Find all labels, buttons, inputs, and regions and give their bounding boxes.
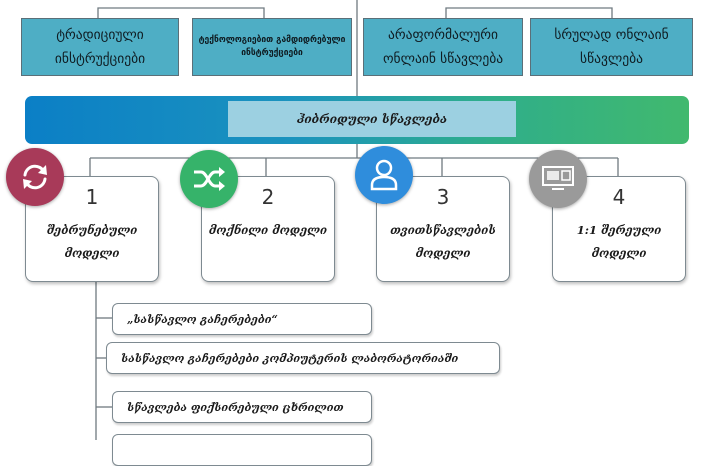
rotate-icon — [6, 148, 64, 206]
hybrid-banner-title: ჰიბრიდული სწავლება — [228, 101, 516, 137]
model-label: 1:1 შერეული მოდელი — [576, 223, 662, 260]
category-traditional: ტრადიციული ინსტრუქციები — [21, 18, 179, 76]
category-label: ტრადიციული ინსტრუქციები — [54, 27, 146, 67]
shuffle-icon — [180, 150, 238, 208]
model-label: შებრუნებული მოდელი — [46, 223, 138, 260]
list-item: სწავლება ფიქსირებული ცხრილით — [112, 391, 372, 423]
model-label: თვითსწავლების მოდელი — [390, 223, 496, 260]
category-fully-online: სრულად ონლაინ სწავლება — [530, 18, 693, 76]
list-item-label: სასწავლო გაჩერებები კომპიუტერის ლაბორატო… — [121, 351, 459, 365]
computer-lab-icon — [529, 150, 587, 208]
model-number: 3 — [436, 185, 450, 209]
connector-lines — [89, 0, 619, 440]
category-informal-online: არაფორმალური ონლაინ სწავლება — [363, 18, 523, 76]
category-label: ტექნოლოგიებით გამდიდრებული ინსტრუქციები — [198, 35, 346, 58]
category-label: სრულად ონლაინ სწავლება — [554, 27, 669, 67]
model-number: 4 — [612, 185, 626, 209]
list-item-label: სწავლება ფიქსირებული ცხრილით — [127, 400, 344, 414]
list-item — [112, 434, 372, 466]
category-tech-enriched: ტექნოლოგიებით გამდიდრებული ინსტრუქციები — [192, 18, 352, 76]
list-item: „სასწავლო გაჩერებები“ — [112, 303, 372, 335]
list-item: სასწავლო გაჩერებები კომპიუტერის ლაბორატო… — [106, 342, 500, 374]
model-number: 1 — [85, 185, 99, 209]
list-item-label: „სასწავლო გაჩერებები“ — [127, 312, 278, 326]
model-label: მოქნილი მოდელი — [208, 223, 328, 237]
model-card-4: 4 1:1 შერეული მოდელი — [552, 176, 686, 282]
category-label: არაფორმალური ონლაინ სწავლება — [382, 27, 504, 67]
user-icon — [355, 146, 413, 204]
model-number: 2 — [261, 185, 275, 209]
